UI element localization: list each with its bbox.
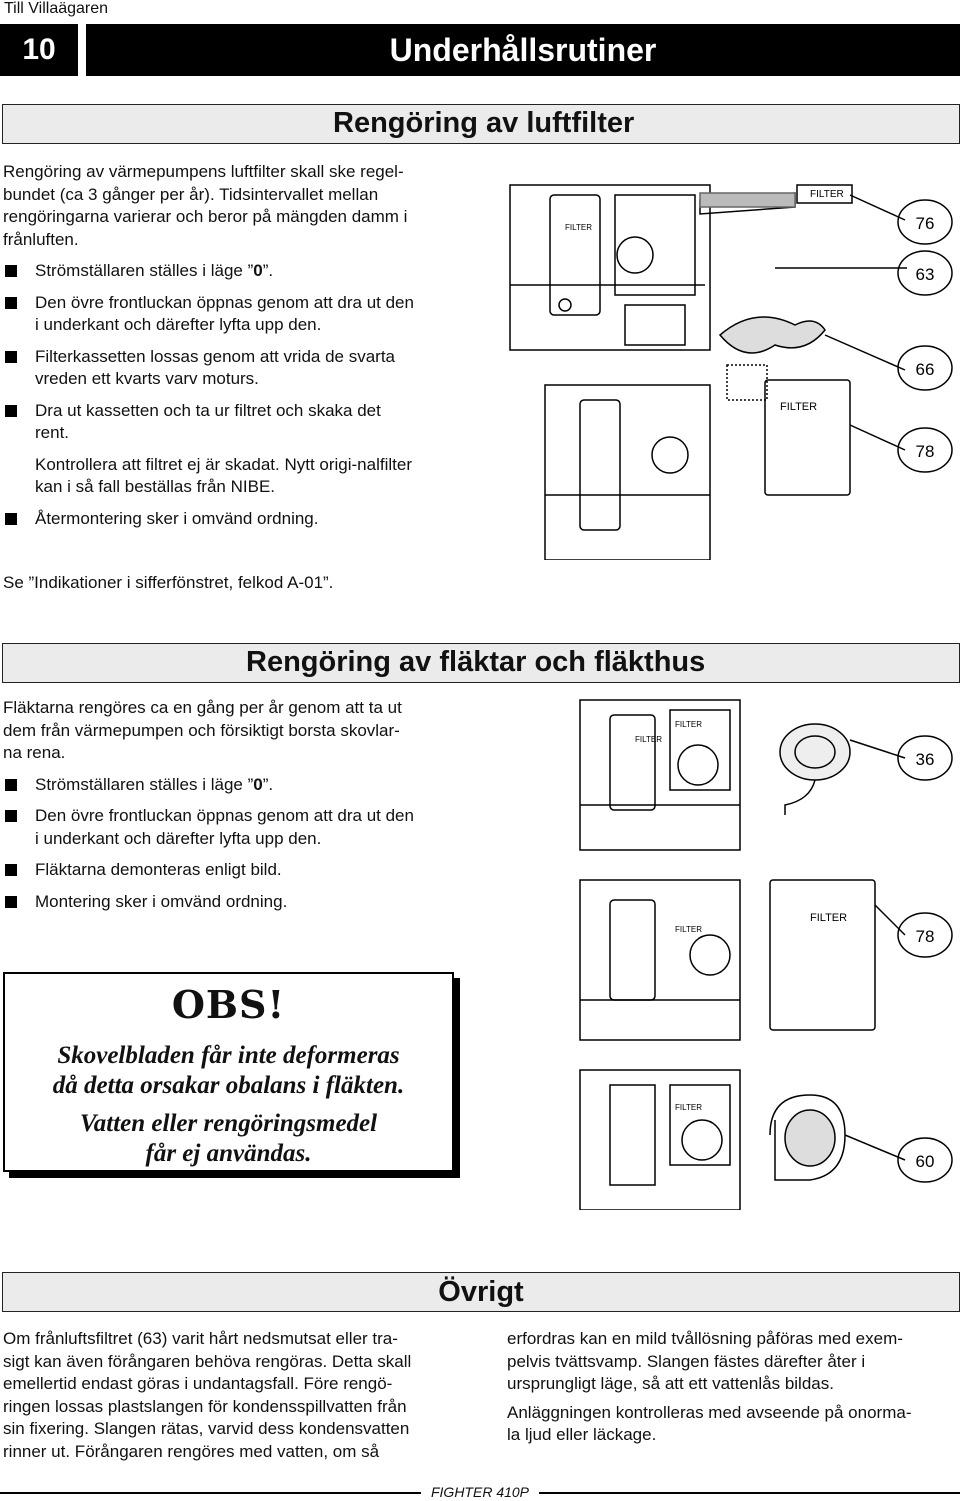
- fan-removal-diagram: FILTER FILTER FILTER FILTER FILTER 36 78…: [579, 699, 953, 1210]
- callout-78: 78: [916, 927, 935, 946]
- list-item: Den övre frontluckan öppnas genom att dr…: [3, 805, 453, 850]
- text-span: Strömställaren ställes i läge ”: [35, 774, 254, 794]
- page-number: 10: [0, 24, 78, 76]
- text-line: Kontrollera att filtret ej är skadat. Ny…: [35, 454, 412, 474]
- text-line: na rena.: [3, 743, 66, 762]
- text-line: Den övre frontluckan öppnas genom att dr…: [35, 806, 414, 825]
- text-line: Dra ut kassetten och ta ur filtret och s…: [35, 400, 381, 420]
- text-line: ringen lossas plastslangen för kondenssp…: [3, 1396, 407, 1416]
- filter-label: FILTER: [780, 401, 817, 413]
- text-line: la ljud eller läckage.: [507, 1425, 657, 1444]
- list-item: Montering sker i omvänd ordning.: [3, 891, 453, 914]
- text-line: sin fixering. Slangen rätas, varvid dess…: [3, 1419, 410, 1438]
- text-line: erfordras kan en mild tvållösning påföra…: [507, 1329, 903, 1348]
- chapter-title: Underhållsrutiner: [86, 24, 960, 76]
- warning-box: OBS! Skovelbladen får inte deformeras då…: [3, 972, 454, 1172]
- section-title: Rengöring av luftfilter: [333, 107, 635, 139]
- warning-text: Skovelbladen får inte deformeras då dett…: [5, 1041, 452, 1169]
- running-header: Till Villaägaren: [4, 0, 109, 17]
- filter-label: FILTER: [810, 912, 847, 924]
- air-filter-diagram: FILTER FILTER FILTER 76 63 66 78: [509, 184, 953, 560]
- warning-line: Skovelbladen får inte deformeras: [57, 1042, 400, 1069]
- footer-model: FIGHTER 410P: [420, 1484, 540, 1500]
- filter-label: FILTER: [635, 735, 662, 744]
- section3-column-right: erfordras kan en mild tvållösning påföra…: [507, 1328, 959, 1447]
- filter-label: FILTER: [810, 189, 844, 200]
- section-title: Övrigt: [438, 1276, 524, 1308]
- text-line: rengöringarna varierar och beror på mäng…: [3, 207, 408, 226]
- section-bar-other: Övrigt: [2, 1272, 960, 1312]
- text-line: Rengöring av värmepumpens luftfilter ska…: [3, 162, 404, 181]
- text-line: ursprungligt läge, så att ett vattenlås …: [507, 1374, 834, 1393]
- filter-label: FILTER: [675, 925, 702, 934]
- text-line: Anläggningen kontrolleras med avseende p…: [507, 1402, 912, 1422]
- text-line: Filterkassetten lossas genom att vrida d…: [35, 346, 395, 366]
- list-item: Filterkassetten lossas genom att vrida d…: [3, 346, 453, 391]
- text-line: Den övre frontluckan öppnas genom att dr…: [35, 292, 414, 312]
- see-also-note: Se ”Indikationer i sifferfönstret, felko…: [3, 573, 334, 592]
- callout-36: 36: [916, 750, 935, 769]
- warning-line: Vatten eller rengöringsmedel: [79, 1110, 378, 1137]
- text-span: ”.: [262, 261, 274, 280]
- section2-text: Fläktarna rengöres ca en gång per år gen…: [3, 697, 453, 922]
- text-line: Fläktarna rengöres ca en gång per år gen…: [3, 698, 402, 717]
- paragraph: Anläggningen kontrolleras med avseende p…: [507, 1402, 959, 1447]
- filter-label: FILTER: [565, 223, 592, 232]
- text-line: i underkant och därefter lyfta upp den.: [35, 315, 322, 334]
- note-paragraph: Kontrollera att filtret ej är skadat. Ny…: [3, 454, 453, 499]
- text-span: ”.: [262, 774, 274, 794]
- warning-line: då detta orsakar obalans i fläkten.: [52, 1072, 405, 1099]
- text-line: vreden ett kvarts varv moturs.: [35, 369, 259, 388]
- page-footer: FIGHTER 410P: [0, 1484, 960, 1501]
- section-title: Rengöring av fläktar och fläkthus: [246, 646, 706, 678]
- intro-paragraph: Fläktarna rengöres ca en gång per år gen…: [3, 697, 453, 765]
- text-line: dem från värmepumpen och försiktigt bors…: [3, 720, 400, 740]
- text-line: Om frånluftsfiltret (63) varit hårt neds…: [3, 1329, 398, 1348]
- list-item: Strömställaren ställes i läge ”0”.: [3, 260, 453, 283]
- text-line: sigt kan även förångaren behöva rengöras…: [3, 1351, 412, 1371]
- text-line: bundet (ca 3 gånger per år). Tidsinterva…: [3, 184, 379, 204]
- text-line: i underkant och därefter lyfta upp den.: [35, 828, 322, 848]
- section-bar-air-filter: Rengöring av luftfilter: [2, 104, 960, 144]
- warning-heading: OBS!: [171, 982, 286, 1027]
- section3-column-left: Om frånluftsfiltret (63) varit hårt neds…: [3, 1328, 453, 1463]
- filter-label: FILTER: [675, 1103, 702, 1112]
- text-line: kan i så fall beställas från NIBE.: [35, 477, 276, 496]
- filter-label: FILTER: [675, 720, 702, 729]
- list-item: Återmontering sker i omvänd ordning.: [3, 508, 453, 531]
- callout-60: 60: [916, 1152, 935, 1171]
- section-bar-fans: Rengöring av fläktar och fläkthus: [2, 643, 960, 683]
- text-line: rent.: [35, 423, 70, 442]
- section1-text: Rengöring av värmepumpens luftfilter ska…: [3, 161, 453, 539]
- paragraph: erfordras kan en mild tvållösning påföra…: [507, 1328, 959, 1396]
- text-span: Strömställaren ställes i läge ”: [35, 261, 254, 280]
- text-line: pelvis tvättsvamp. Slangen fästes däreft…: [507, 1351, 866, 1371]
- list-item: Dra ut kassetten och ta ur filtret och s…: [3, 400, 453, 445]
- intro-paragraph: Rengöring av värmepumpens luftfilter ska…: [3, 161, 453, 251]
- list-item: Den övre frontluckan öppnas genom att dr…: [3, 292, 453, 337]
- warning-line: får ej användas.: [145, 1140, 312, 1167]
- callout-63: 63: [916, 265, 935, 284]
- list-item: Strömställaren ställes i läge ”0”.: [3, 774, 453, 797]
- switch-position: 0: [253, 261, 263, 280]
- switch-position: 0: [253, 774, 263, 794]
- text-line: rinner ut. Förångaren rengöres med vatte…: [3, 1441, 380, 1461]
- callout-66: 66: [916, 360, 935, 379]
- callout-78: 78: [916, 442, 935, 461]
- callout-76: 76: [916, 214, 935, 233]
- list-item: Fläktarna demonteras enligt bild.: [3, 859, 453, 882]
- text-line: frånluften.: [3, 229, 79, 249]
- text-line: emellertid endast göras i undantagsfall.…: [3, 1374, 393, 1393]
